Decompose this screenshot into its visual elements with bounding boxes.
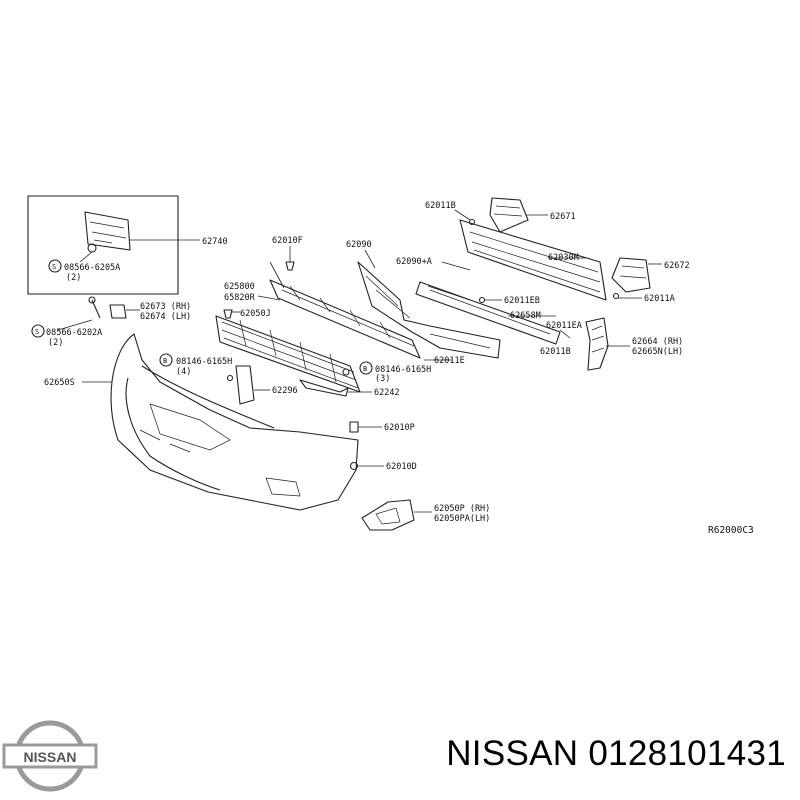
clip-62010f: [285, 261, 295, 271]
label-08566-6202a: 08566-6202A: [46, 328, 102, 338]
label-qty-4: (4): [176, 367, 191, 377]
inset-box: [27, 195, 200, 295]
bumper-fascia-62650s: [82, 333, 359, 511]
label-62011a: 62011A: [644, 294, 675, 304]
label-62673-rh: 62673 (RH): [140, 302, 191, 312]
clip-62011a: [612, 292, 620, 300]
label-62050p-rh: 62050P (RH): [434, 504, 490, 514]
nissan-logo: NISSAN: [2, 720, 98, 792]
label-65820r: 65820R: [224, 293, 256, 303]
label-08146-6165h-b: 08146-6165H: [375, 365, 431, 375]
reinforcement-62030m: [459, 219, 607, 301]
label-62650s: 62650S: [44, 378, 75, 388]
symbol-b-1: B: [159, 353, 173, 367]
label-62010f: 62010F: [272, 236, 303, 246]
label-62671: 62671: [550, 212, 576, 222]
label-62011e: 62011E: [434, 356, 465, 366]
label-qty-2a: (2): [66, 273, 81, 283]
label-62672: 62672: [664, 261, 690, 271]
absorber-62090: [357, 249, 501, 359]
label-62090: 62090: [346, 240, 372, 250]
bracket-62671: [489, 197, 548, 233]
diagram-reference-code: R62000C3: [708, 525, 754, 536]
bracket-62672: [611, 257, 662, 293]
clip-62010d: [349, 461, 384, 471]
label-62011eb: 62011EB: [504, 296, 540, 306]
label-62665n-lh: 62665N(LH): [632, 347, 683, 357]
svg-text:S: S: [35, 328, 39, 336]
label-62090a: 62090+A: [396, 257, 432, 267]
brand-name: NISSAN: [446, 734, 579, 773]
symbol-s-1: S: [48, 259, 62, 273]
bolt-08146-b: [342, 368, 350, 376]
bracket-62296: [226, 365, 270, 405]
label-62674-lh: 62674 (LH): [140, 312, 191, 322]
label-62011b: 62011B: [425, 201, 456, 211]
label-62050pa-lh: 62050PA(LH): [434, 514, 490, 524]
bolt-62673: [57, 296, 140, 331]
symbol-b-2: B: [359, 361, 373, 375]
svg-text:S: S: [52, 263, 56, 271]
clip-62011b: [468, 218, 476, 226]
clip-62010p: [349, 421, 382, 433]
nissan-logo-text: NISSAN: [24, 749, 77, 765]
label-62242: 62242: [374, 388, 400, 398]
label-62011b-lower: 62011B: [540, 347, 571, 357]
svg-text:B: B: [363, 365, 367, 373]
clip-62011eb: [478, 296, 486, 304]
label-62296: 62296: [272, 386, 298, 396]
svg-text:B: B: [163, 357, 167, 365]
label-625800: 625800: [224, 282, 255, 292]
fog-cover-62050p: [361, 499, 432, 531]
label-62030m: 62030M: [548, 253, 579, 263]
grille-upper: [269, 261, 421, 359]
symbol-s-2: S: [31, 324, 45, 338]
label-62050j: 62050J: [240, 309, 271, 319]
label-62010d: 62010D: [386, 462, 417, 472]
label-qty-3: (3): [375, 374, 390, 384]
bracket-62242: [299, 379, 372, 397]
label-62010p: 62010P: [384, 423, 415, 433]
label-62011ea: 62011EA: [546, 321, 582, 331]
bracket-62658m: [415, 281, 561, 345]
label-62664-rh: 62664 (RH): [632, 337, 683, 347]
label-08566-6205a: 08566-6205A: [64, 263, 120, 273]
bracket-62664: [585, 317, 630, 371]
part-number: 0128101431: [588, 734, 786, 773]
label-62658m: 62658M: [510, 311, 541, 321]
label-08146-6165h-a: 08146-6165H: [176, 357, 232, 367]
label-62740: 62740: [202, 237, 228, 247]
label-qty-2b: (2): [48, 338, 63, 348]
